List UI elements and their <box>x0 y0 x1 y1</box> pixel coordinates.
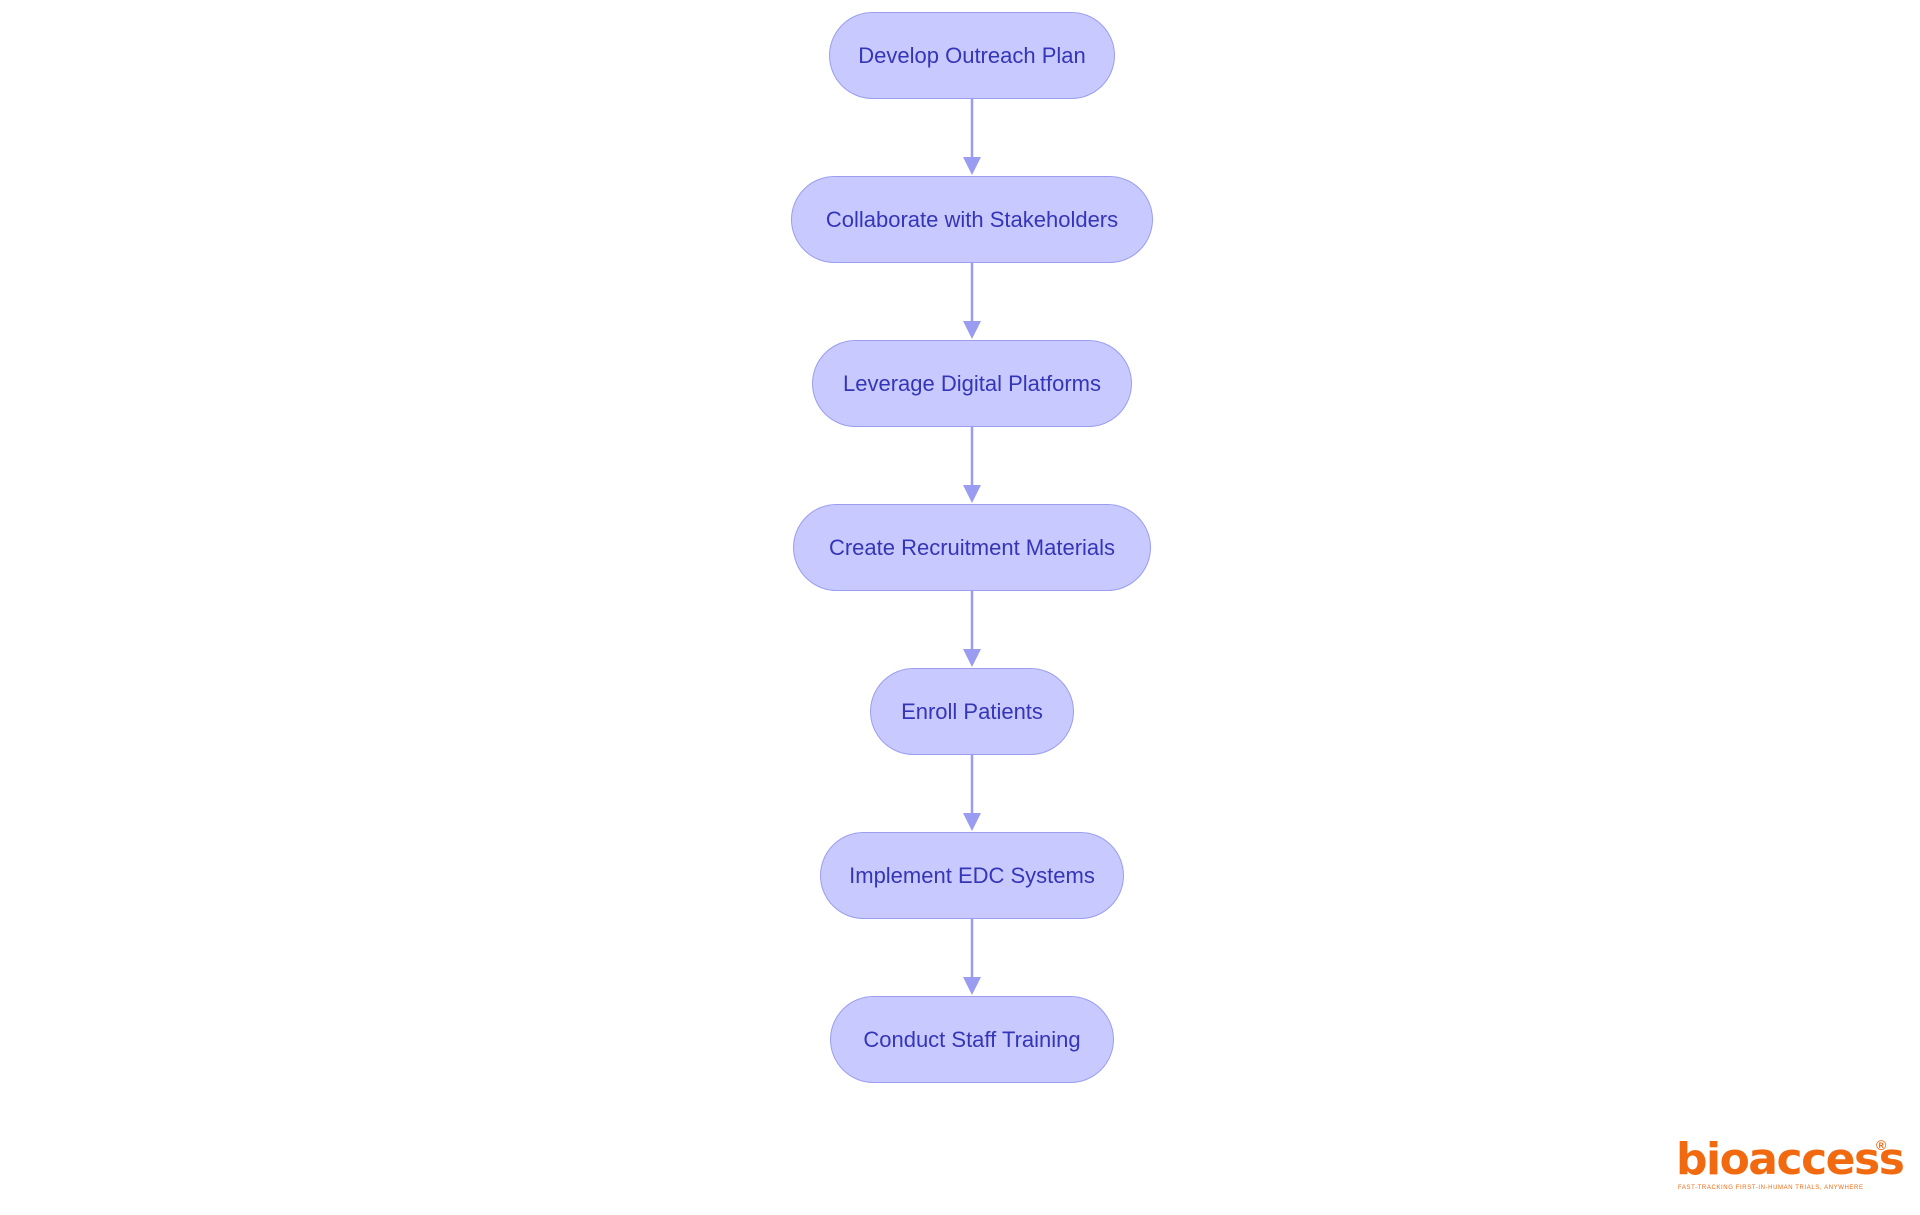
logo-tagline: FAST-TRACKING FIRST-IN-HUMAN TRIALS, ANY… <box>1678 1185 1864 1191</box>
step-node-develop-outreach-plan: Develop Outreach Plan <box>829 12 1115 99</box>
arrowhead-icon <box>963 321 981 339</box>
step-node-enroll-patients: Enroll Patients <box>870 668 1074 755</box>
step-node-implement-edc-systems: Implement EDC Systems <box>820 832 1124 919</box>
arrowhead-icon <box>963 157 981 175</box>
step-node-create-recruitment-materials: Create Recruitment Materials <box>793 504 1151 591</box>
logo-wordmark: bioaccess <box>1676 1134 1905 1185</box>
arrowhead-icon <box>963 485 981 503</box>
step-node-conduct-staff-training: Conduct Staff Training <box>830 996 1114 1083</box>
registered-mark: ® <box>1876 1137 1887 1153</box>
arrowhead-icon <box>963 813 981 831</box>
step-node-collaborate-with-stakeholders: Collaborate with Stakeholders <box>791 176 1153 263</box>
bioaccess-logo: bioaccess ® FAST-TRACKING FIRST-IN-HUMAN… <box>1676 1137 1905 1192</box>
arrowhead-icon <box>963 649 981 667</box>
step-node-leverage-digital-platforms: Leverage Digital Platforms <box>812 340 1132 427</box>
arrowhead-icon <box>963 977 981 995</box>
